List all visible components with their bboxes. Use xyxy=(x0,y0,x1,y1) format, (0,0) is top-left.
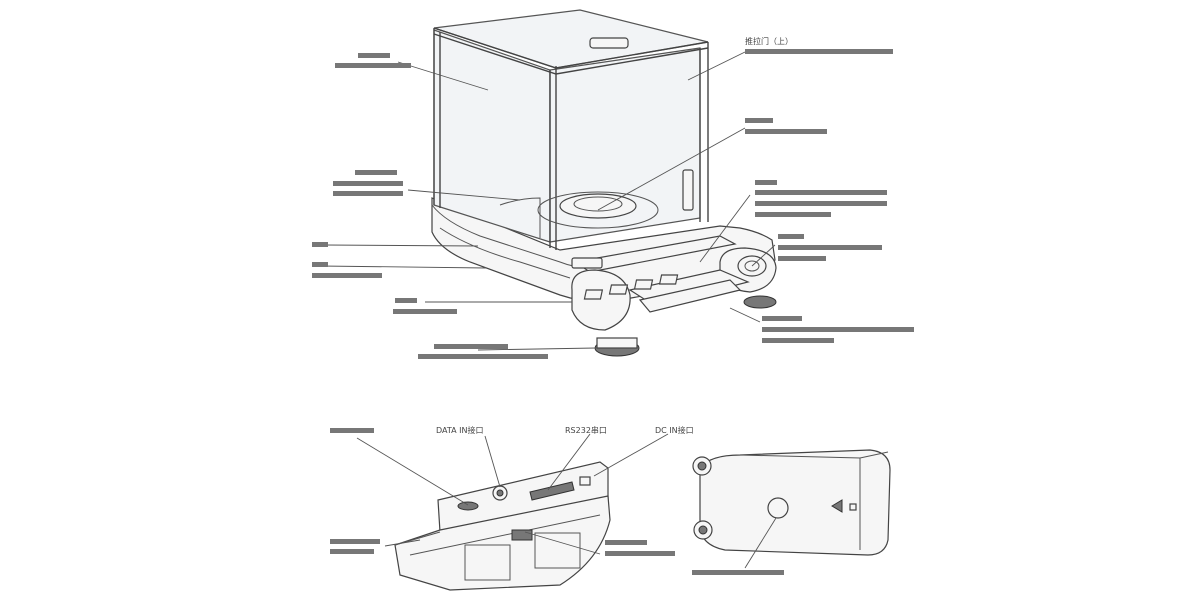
pan-shield xyxy=(537,191,659,229)
label-dc-in-port: DC IN接口 xyxy=(655,425,694,435)
label-glyphs-hook xyxy=(330,539,380,544)
leveling-foot-right xyxy=(743,295,777,309)
label-glyphs-foot xyxy=(395,298,417,303)
label-rs232-port: RS232串口 xyxy=(565,426,607,435)
underweighing-hook-hole xyxy=(767,497,789,519)
label-glyphs-keypad xyxy=(762,316,802,321)
label-top-door: 推拉门（上） xyxy=(745,36,793,46)
label-glyphs-pan xyxy=(745,118,773,123)
top-leader-lines xyxy=(319,51,776,351)
label-glyphs-bottom-desc xyxy=(312,273,382,278)
rear-foot-slot-left xyxy=(464,544,511,581)
label-glyphs-underside-hook xyxy=(692,570,784,575)
label-glyphs-top-door-desc xyxy=(745,49,893,54)
draft-shield-left-glass xyxy=(433,29,551,243)
label-glyphs-draft-shield-desc xyxy=(333,181,403,186)
front-left-knob xyxy=(571,269,631,331)
label-glyphs-level xyxy=(778,234,804,239)
rear-panel-view xyxy=(394,461,611,591)
key xyxy=(633,279,654,290)
key xyxy=(608,284,629,295)
top-labels-left xyxy=(312,53,548,359)
rs232-port xyxy=(529,481,575,501)
top-door-handle xyxy=(589,37,629,49)
top-labels-right: 推拉门（上） xyxy=(745,36,914,343)
balance-front-view xyxy=(431,9,777,357)
underside-body xyxy=(699,449,891,556)
label-glyphs-side-door-desc xyxy=(335,63,411,68)
rear-leader-lines xyxy=(356,433,669,555)
rear-labels: DATA IN接口 RS232串口 DC IN接口 xyxy=(330,425,694,556)
key xyxy=(658,274,679,285)
underside-view xyxy=(692,449,891,556)
display-panel xyxy=(573,235,737,273)
label-data-in-port: DATA IN接口 xyxy=(436,425,484,435)
label-glyphs-lock-port xyxy=(330,428,374,433)
weighing-pan xyxy=(559,193,637,219)
display-window xyxy=(571,257,603,269)
side-door-handle xyxy=(682,169,694,211)
label-glyphs-body xyxy=(312,242,328,247)
label-glyphs-draft-shield xyxy=(355,170,397,175)
underside-latch xyxy=(831,499,843,513)
label-glyphs-side-door xyxy=(358,53,390,58)
lock-port xyxy=(457,501,479,511)
keypad xyxy=(583,269,750,313)
underside-leader xyxy=(744,517,777,569)
key xyxy=(583,289,604,300)
rear-foot-slot-right xyxy=(534,532,581,569)
label-glyphs-display xyxy=(755,180,777,185)
label-glyphs-bottom xyxy=(312,262,328,267)
label-glyphs-leveling xyxy=(434,344,508,349)
label-glyphs-screw xyxy=(605,540,647,545)
dc-in-port xyxy=(579,476,591,486)
